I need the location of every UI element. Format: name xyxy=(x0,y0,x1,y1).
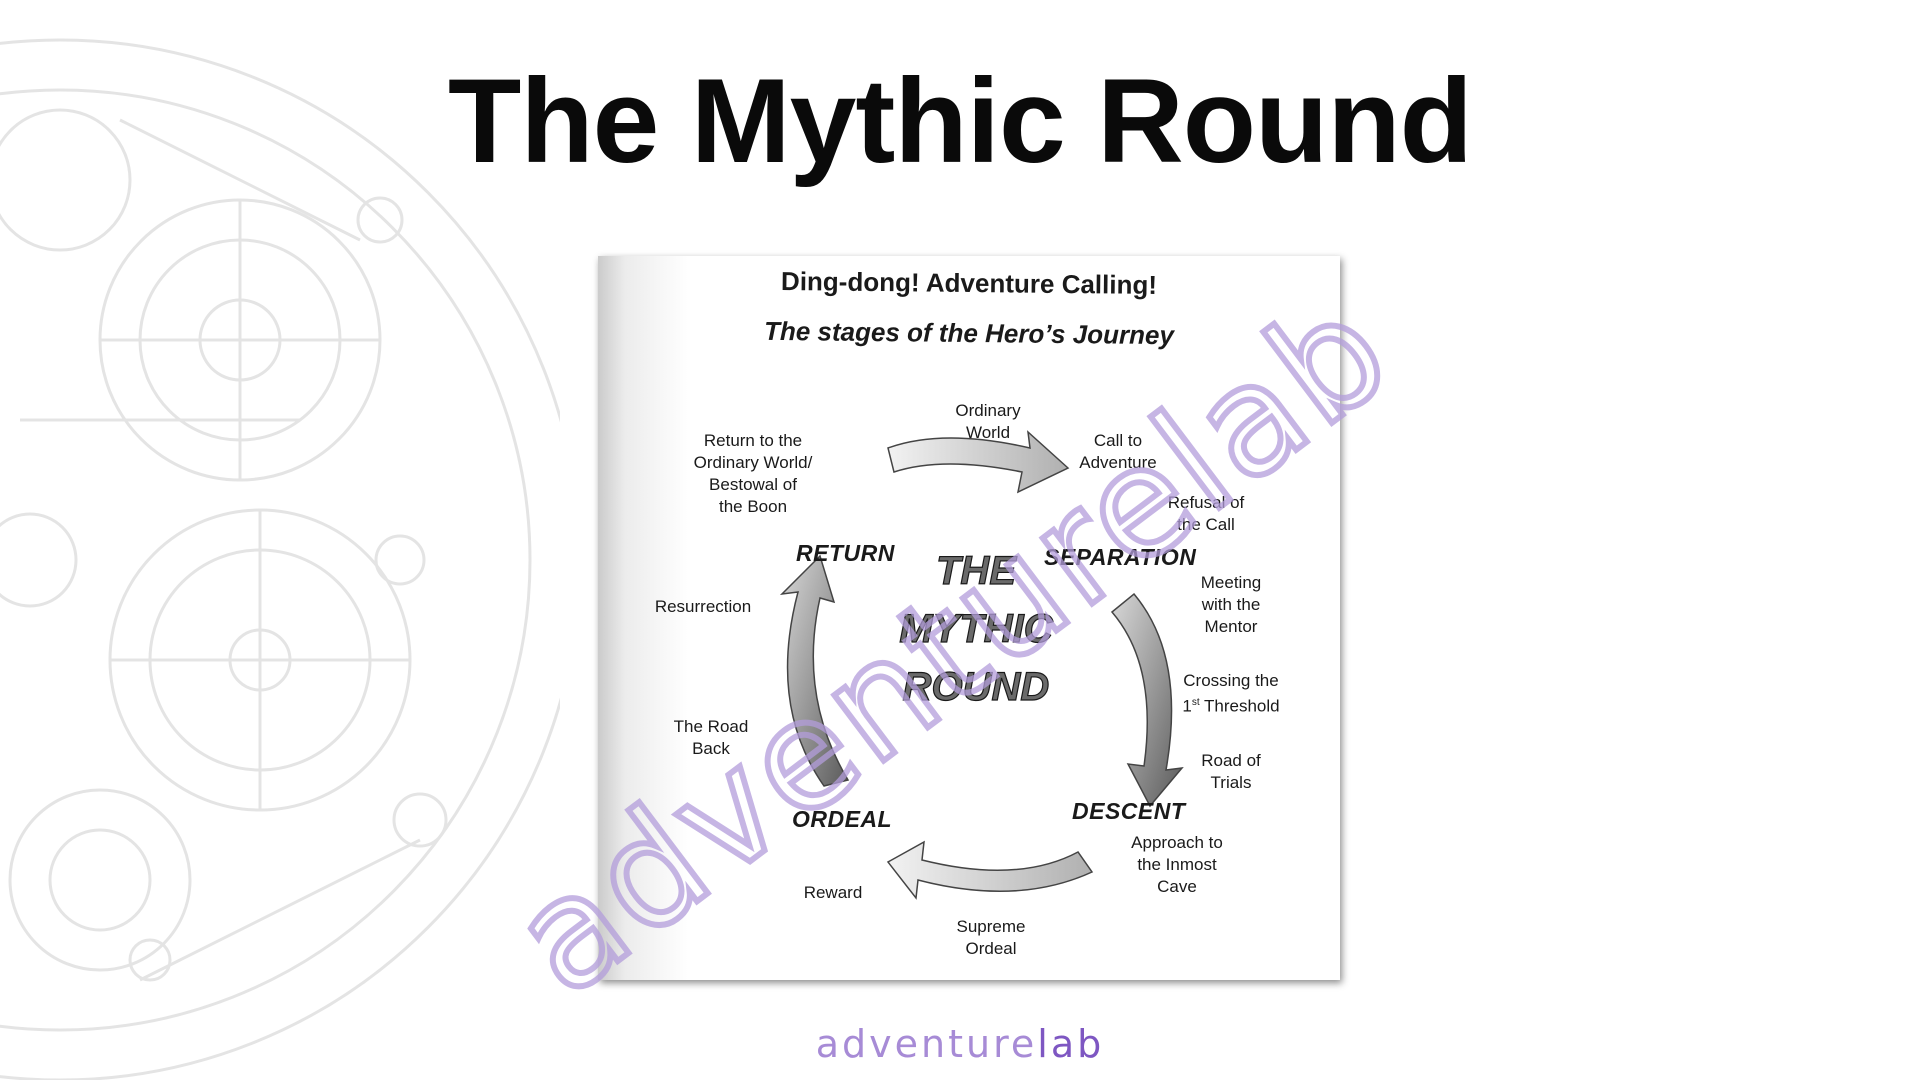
cycle-arrows xyxy=(779,430,1184,900)
stage-resurrection: Resurrection xyxy=(654,597,752,616)
center-label-the: THE xyxy=(935,548,1016,593)
scan-edge-shadow xyxy=(598,256,688,980)
arrow-right xyxy=(1110,592,1184,808)
arrow-top xyxy=(887,430,1070,494)
stage-road-of-trials: Road of Trials xyxy=(1201,751,1261,792)
stage-road-back: The Road Back xyxy=(673,717,749,758)
stage-supreme-ordeal: Supreme Ordeal xyxy=(956,917,1026,958)
arrow-left xyxy=(779,554,850,787)
phase-return: RETURN xyxy=(796,540,895,566)
stage-ordinary-world: Ordinary World xyxy=(955,401,1021,442)
stage-call-to-adventure: Call to Adventure xyxy=(1079,431,1157,472)
stage-approach-cave: Approach to the Inmost Cave xyxy=(1131,833,1223,896)
stage-reward: Reward xyxy=(803,883,863,902)
hero-journey-diagram: Ding-dong! Adventure Calling! The stages… xyxy=(598,256,1340,980)
phase-descent: DESCENT xyxy=(1072,798,1186,824)
center-label-round: ROUND xyxy=(902,664,1050,709)
stage-meeting-mentor: Meeting with the Mentor xyxy=(1200,573,1262,636)
slide-title: The Mythic Round xyxy=(448,54,1473,188)
arrow-bottom xyxy=(886,840,1094,900)
phase-ordeal: ORDEAL xyxy=(792,806,893,832)
center-label-mythic: MYTHIC xyxy=(899,606,1054,651)
brand-logo: adventurelab xyxy=(815,1022,1105,1066)
phase-separation: SEPARATION xyxy=(1044,544,1197,570)
stage-return-ordinary-world: Return to the Ordinary World/ Bestowal o… xyxy=(693,431,813,516)
stage-refusal-of-call: Refusal of the Call xyxy=(1167,493,1245,534)
